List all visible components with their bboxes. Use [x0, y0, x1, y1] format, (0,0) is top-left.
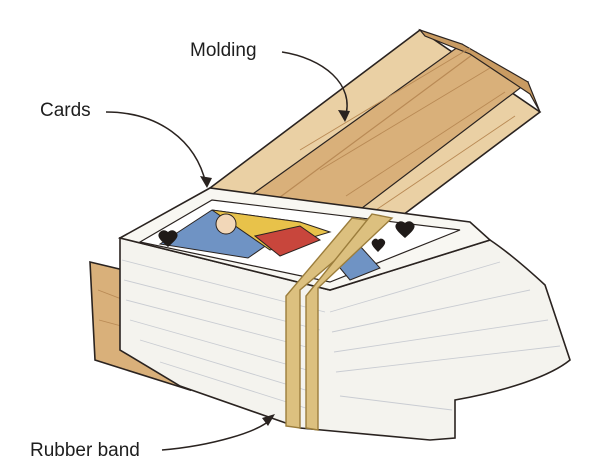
rubber-band-arrowhead: [262, 414, 275, 426]
cards-arrowhead: [200, 176, 212, 188]
rubber-band-label: Rubber band: [30, 440, 140, 461]
rubber-band-leader: [161, 417, 273, 451]
rubber-band: [285, 213, 394, 431]
molding-arrowhead: [338, 110, 350, 122]
cards-leader: [105, 111, 207, 185]
spade-icon: [158, 221, 415, 252]
molding-label: Molding: [190, 40, 257, 61]
molding-leader: [281, 51, 348, 119]
cards-label: Cards: [40, 100, 91, 121]
leader-arrowheads: [200, 110, 350, 426]
